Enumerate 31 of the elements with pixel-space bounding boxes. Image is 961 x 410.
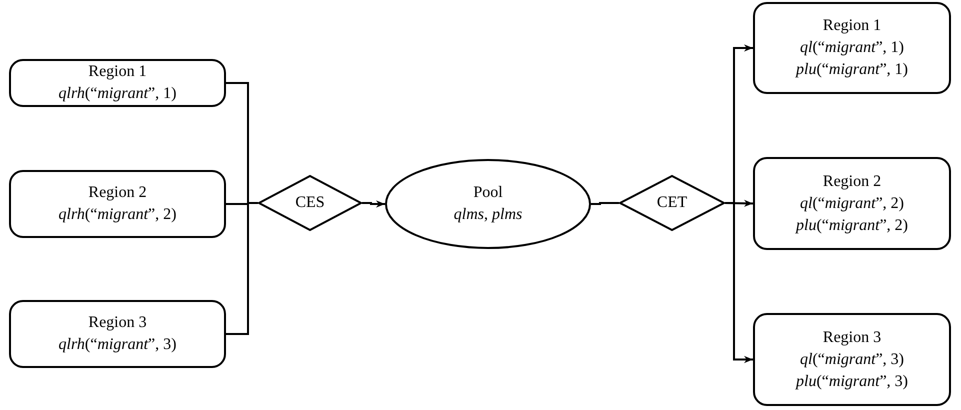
region-box bbox=[753, 157, 951, 250]
formula-text: qlrh(“migrant”, 2) bbox=[58, 205, 176, 225]
node-title: Pool bbox=[473, 183, 503, 203]
connector-line bbox=[226, 202, 258, 335]
node-title: Region 2 bbox=[822, 172, 882, 192]
region-box bbox=[9, 59, 226, 107]
node-title: Region 2 bbox=[88, 183, 147, 203]
node-title: Region 3 bbox=[88, 313, 147, 333]
formula-text: plu(“migrant”, 2) bbox=[796, 216, 908, 236]
formula-text: ql(“migrant”, 1) bbox=[800, 38, 904, 58]
formula-text: plu(“migrant”, 1) bbox=[796, 60, 908, 80]
region-box bbox=[9, 170, 226, 238]
formula-text: ql(“migrant”, 2) bbox=[800, 194, 904, 214]
connector-line bbox=[591, 202, 619, 205]
formula-text: qlms, plms bbox=[454, 205, 522, 225]
pool-ellipse bbox=[385, 159, 591, 249]
node-title: CES bbox=[295, 193, 325, 213]
formula-text: qlrh(“migrant”, 3) bbox=[58, 335, 176, 355]
region-box bbox=[9, 300, 226, 368]
node-title: Region 3 bbox=[822, 328, 882, 348]
decision-diamond bbox=[619, 175, 725, 231]
region-box bbox=[753, 313, 951, 406]
region-box bbox=[753, 2, 951, 94]
formula-text: ql(“migrant”, 3) bbox=[800, 350, 904, 370]
node-title: CET bbox=[656, 193, 688, 213]
decision-diamond bbox=[258, 175, 362, 231]
formula-text: qlrh(“migrant”, 1) bbox=[58, 84, 176, 104]
node-title: Region 1 bbox=[822, 16, 882, 36]
node-title: Region 1 bbox=[88, 62, 147, 82]
arrow bbox=[362, 200, 385, 208]
formula-text: plu(“migrant”, 3) bbox=[796, 372, 908, 392]
